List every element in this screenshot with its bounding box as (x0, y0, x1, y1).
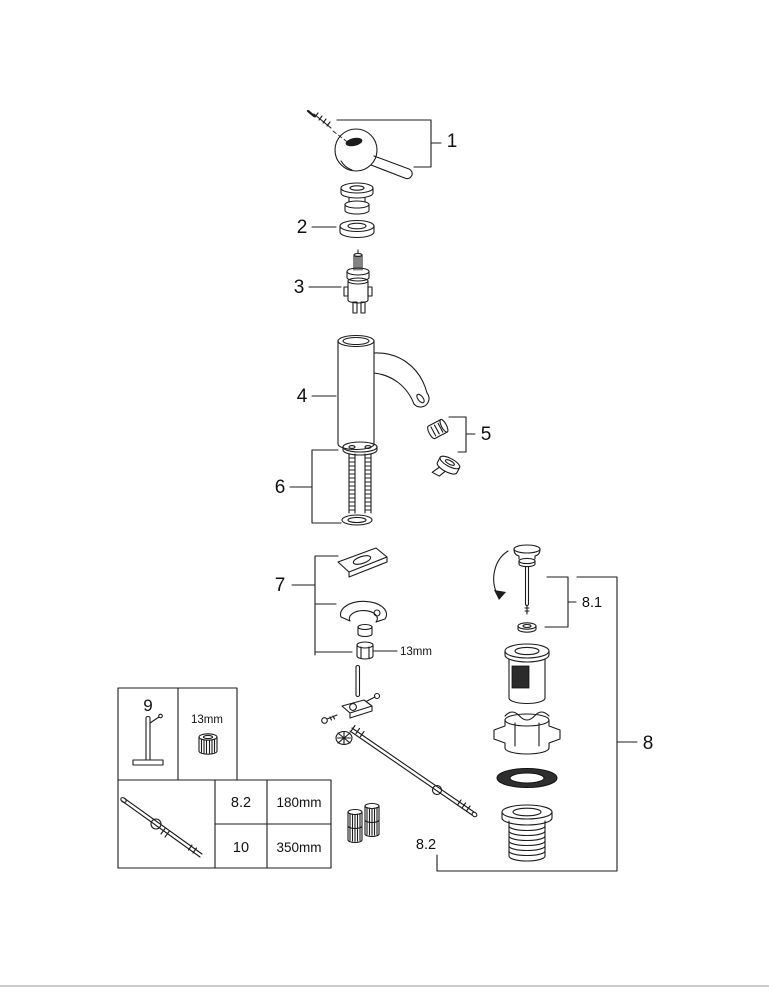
parts-box: 9 13mm 8.2 180mm 10 350mm (117, 687, 332, 869)
part-7-label: 7 (275, 575, 286, 596)
lift-rod-adapters (347, 802, 380, 844)
table-row2-part: 10 (233, 840, 249, 856)
part-2-label: 2 (297, 217, 308, 238)
part-2-ring: 2 (297, 217, 375, 239)
box-tool-size-label: 13mm (191, 714, 223, 726)
handle-dome-cap (340, 182, 374, 215)
part-8-2-label: 8.2 (416, 837, 436, 853)
part-5-aerator: 5 (427, 416, 492, 477)
part-9-label: 9 (143, 696, 152, 715)
part-6-mounting-studs: 6 (275, 441, 378, 526)
part-1-label: 1 (447, 131, 458, 152)
part-7-mounting-hardware: 13mm 7 (275, 547, 432, 660)
table-row2-length: 350mm (276, 840, 321, 855)
part-8-drain-assembly: 8.1 8 8.2 (416, 544, 654, 872)
part-4-label: 4 (297, 386, 308, 407)
part-3-label: 3 (294, 277, 305, 298)
part-3-cartridge: 3 (294, 249, 373, 314)
part-6-label: 6 (275, 477, 286, 498)
part-8-label: 8 (643, 733, 654, 754)
popup-rod-linkage (321, 665, 478, 818)
part-1-handle-group: 1 (306, 109, 458, 180)
table-row1-part: 8.2 (231, 795, 251, 811)
part-8-1-label: 8.1 (582, 595, 602, 611)
table-row1-length: 180mm (276, 795, 321, 810)
part-5-label: 5 (481, 424, 492, 445)
wrench-size-label: 13mm (400, 646, 432, 658)
part-4-faucet-body: 4 (297, 334, 430, 451)
